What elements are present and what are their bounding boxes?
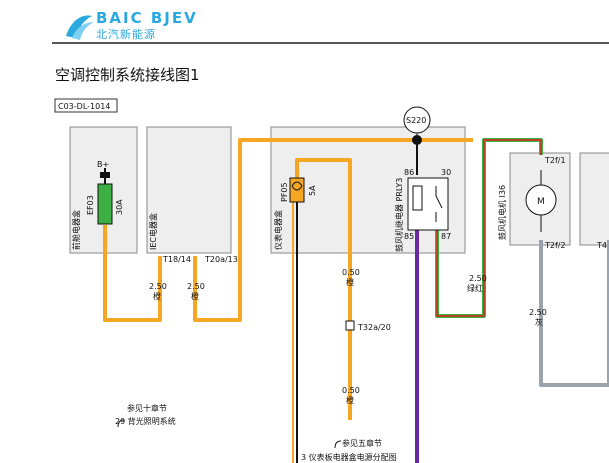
green-red-wire-stripe bbox=[436, 139, 542, 317]
relay-icon bbox=[407, 177, 449, 231]
diagram-code-box bbox=[54, 98, 118, 113]
front-box-label: 前舱电器盒 bbox=[71, 210, 81, 250]
relay-coil-icon bbox=[412, 185, 423, 211]
motor-label: 鼓风机电机 I36 bbox=[497, 185, 507, 240]
wire-5-size: 2.50 bbox=[469, 274, 487, 283]
motor-pin-top: T2f/1 bbox=[544, 156, 566, 165]
brand-name-cn: 北汽新能源 bbox=[96, 28, 156, 41]
page-title: 空调控制系统接线图1 bbox=[55, 66, 200, 84]
connector-t20a-13: T20a/13 bbox=[204, 255, 238, 264]
right-pin-label: T4 bbox=[596, 241, 607, 250]
iec-box bbox=[146, 126, 232, 254]
wire-6-size: 2.50 bbox=[529, 308, 547, 317]
fuse-pf05-rating: 5A bbox=[308, 185, 317, 196]
connector-t32a-20-icon bbox=[345, 320, 355, 331]
splice-node-icon bbox=[412, 135, 422, 145]
wire-5-color: 绿红 bbox=[467, 283, 483, 293]
wire-1-size: 2.50 bbox=[149, 282, 167, 291]
ref-1-title: 参见十章节 bbox=[127, 403, 167, 413]
relay-switch bbox=[435, 195, 443, 209]
wire-3-color: 橙 bbox=[346, 277, 354, 287]
ref-1-text: 29 背光照明系统 bbox=[115, 416, 176, 426]
motor-pin-bottom: T2f/2 bbox=[544, 241, 566, 250]
diagram-code: C03-DL-1014 bbox=[58, 102, 110, 111]
relay-label: 鼓风机继电器 PRLY3 bbox=[394, 178, 404, 252]
iec-box-label: IEC电器盒 bbox=[148, 213, 158, 250]
ref-2-text: 3 仪表板电器盒电源分配图 bbox=[301, 452, 397, 462]
right-component-box bbox=[579, 152, 609, 246]
ref-2-title: 参见五章节 bbox=[342, 438, 382, 448]
gray-wire bbox=[539, 240, 609, 387]
connector-t18-14: T18/14 bbox=[162, 255, 191, 264]
wire-3-size: 0.50 bbox=[342, 268, 360, 277]
wire-4-size: 0.50 bbox=[342, 386, 360, 395]
header-divider bbox=[52, 42, 609, 44]
ref-2-bracket bbox=[334, 440, 342, 449]
b-plus-terminal bbox=[100, 172, 110, 178]
ref-1-bracket bbox=[117, 419, 125, 428]
fuse-element-icon bbox=[291, 181, 303, 191]
wire-1-color: 橙 bbox=[153, 291, 161, 301]
connector-t32a-20: T32a/20 bbox=[357, 323, 391, 332]
fuse-ef03-rating: 30A bbox=[115, 199, 124, 215]
brand-name-en: BAIC BJEV bbox=[96, 9, 198, 27]
wire-2-color: 橙 bbox=[191, 291, 199, 301]
pin-87: 87 bbox=[441, 232, 451, 241]
fuse-pf05-label: PF05 bbox=[280, 182, 289, 202]
fuse-ef03-icon bbox=[97, 183, 113, 225]
instrument-box-label: 仪表电器盒 bbox=[273, 210, 283, 250]
motor-symbol: M bbox=[537, 197, 545, 207]
wire-2-size: 2.50 bbox=[187, 282, 205, 291]
pin-30: 30 bbox=[441, 168, 451, 177]
pin-85: 85 bbox=[404, 232, 414, 241]
b-plus-label: B+ bbox=[97, 160, 109, 169]
wire-6-color: 灰 bbox=[535, 317, 543, 327]
fuse-ef03-label: EF03 bbox=[86, 195, 95, 215]
pin-86: 86 bbox=[404, 168, 414, 177]
brand-logo-icon bbox=[66, 15, 94, 40]
splice-s220-label: S220 bbox=[406, 116, 426, 125]
wire-4-color: 橙 bbox=[346, 395, 354, 405]
orange-wires bbox=[103, 138, 473, 420]
